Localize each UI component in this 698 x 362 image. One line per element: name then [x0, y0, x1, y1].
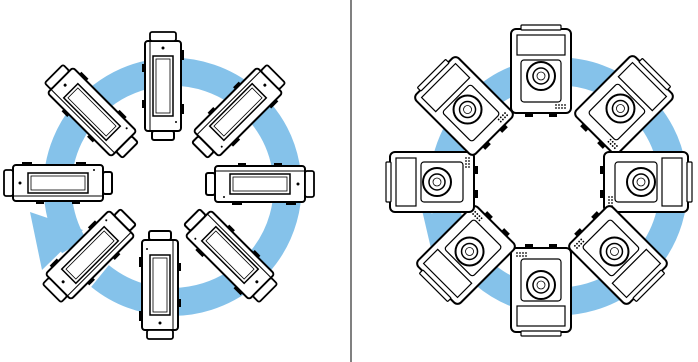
projector-side-bottom [138, 230, 182, 340]
projector-front-left [385, 151, 479, 213]
projector-side-top [141, 31, 185, 141]
projector-side-left [3, 161, 113, 205]
projector-front-right [599, 151, 693, 213]
projector-side-right [205, 162, 315, 206]
front-view-panel [385, 24, 693, 337]
side-view-panel [3, 31, 315, 340]
projector-front-bottom [510, 243, 572, 337]
projector-front-top [510, 24, 572, 118]
projector-front-top-left [409, 51, 519, 161]
